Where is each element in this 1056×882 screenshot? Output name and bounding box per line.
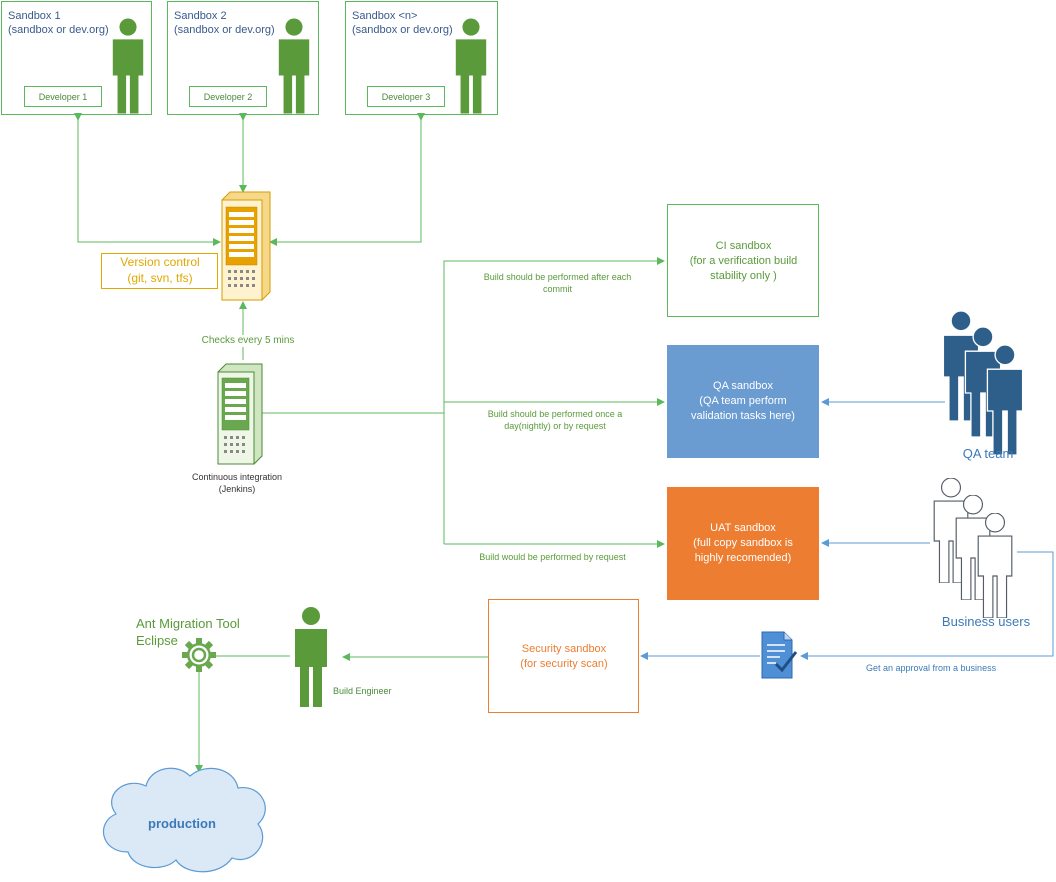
production-label: production	[148, 816, 216, 831]
ci-sandbox-box	[667, 204, 819, 317]
version-control-label: Version control (git, svn, tfs)	[102, 254, 218, 286]
version-control-label-box	[101, 253, 218, 289]
qa-build-label: Build should be performed once a day(nig…	[470, 408, 640, 432]
qa-build-label-line1: Build should be performed once a	[487, 409, 623, 419]
uat-sandbox-box	[667, 487, 819, 600]
security-sandbox-box	[488, 599, 639, 713]
ci-sandbox-line2: (for a verification build	[689, 254, 798, 267]
uat-sandbox-text: UAT sandbox (full copy sandbox is highly…	[667, 487, 819, 600]
ci-server-title: Continuous integration	[191, 472, 283, 482]
tool-label-line1: Ant Migration Tool	[136, 616, 240, 631]
uat-sandbox-line3: highly recomended)	[694, 552, 792, 564]
sandbox-n-subtitle: (sandbox or dev.org)	[352, 24, 453, 36]
ci-build-label-line2: commit	[543, 284, 572, 294]
qa-sandbox-line3: validation tasks here)	[691, 410, 795, 422]
build-engineer-label: Build Engineer	[333, 686, 392, 696]
version-control-subtitle: (git, svn, tfs)	[127, 271, 193, 285]
developer-3-person-icon	[455, 18, 487, 114]
dev3-vcs-connector	[269, 113, 425, 246]
sandbox-2-title-block: Sandbox 2 (sandbox or dev.org)	[174, 9, 275, 37]
ci-build-label-line1: Build should be performed after each	[483, 272, 632, 282]
ci-server-icon	[217, 363, 263, 465]
ci-server-label: Continuous integration (Jenkins)	[177, 471, 297, 495]
developer-1-label: Developer 1	[24, 86, 102, 107]
production-cloud	[102, 767, 266, 873]
ci-sandbox-text: CI sandbox (for a verification build sta…	[668, 205, 819, 317]
qa-sandbox-title: QA sandbox	[713, 380, 773, 392]
uat-sandbox-title: UAT sandbox	[710, 522, 776, 534]
ci-sandbox-title: CI sandbox	[715, 239, 772, 252]
tool-label-line2: Eclipse	[136, 633, 178, 648]
security-sandbox-text: Security sandbox (for security scan)	[489, 600, 639, 713]
sandbox-1-subtitle: (sandbox or dev.org)	[8, 24, 109, 36]
sandbox-n-title-block: Sandbox <n> (sandbox or dev.org)	[352, 9, 453, 37]
build-engineer-person-icon	[295, 607, 327, 707]
qa-team-people-icon	[942, 311, 1024, 455]
ci-sandbox-line3: stability only )	[710, 269, 777, 282]
sandbox-1-title-block: Sandbox 1 (sandbox or dev.org)	[8, 9, 109, 37]
sandbox-2-title: Sandbox 2	[174, 10, 227, 22]
dev1-vcs-connector	[74, 113, 221, 246]
qa-sandbox-box	[667, 345, 819, 458]
developer-2-person-icon	[278, 18, 310, 114]
approval-connector	[800, 551, 1054, 660]
uat-sandbox-line2: (full copy sandbox is	[693, 537, 793, 549]
developer-1-person-icon	[112, 18, 144, 114]
developer-3-label: Developer 3	[367, 86, 445, 107]
tool-label: Ant Migration Tool Eclipse	[136, 615, 240, 649]
business-users-people-icon	[933, 478, 1013, 618]
developer-2-label: Developer 2	[189, 86, 267, 107]
ci-server-subtitle: (Jenkins)	[218, 484, 256, 494]
ci-build-label: Build should be performed after each com…	[465, 271, 650, 295]
qa-sandbox-line2: (QA team perform	[699, 395, 787, 407]
sandbox-2-subtitle: (sandbox or dev.org)	[174, 24, 275, 36]
qa-team-label: QA team	[962, 446, 1014, 461]
approval-label: Get an approval from a business	[866, 663, 997, 673]
version-control-server-icon	[221, 191, 271, 301]
sandbox-n-title: Sandbox <n>	[352, 10, 418, 22]
security-sandbox-title: Security sandbox	[521, 642, 607, 655]
approval-document-icon	[761, 631, 798, 679]
ci-sandbox-arrow	[443, 257, 665, 544]
uat-build-label: Build would be performed by request	[479, 552, 626, 562]
business-users-label: Business users	[941, 614, 1031, 629]
version-control-title: Version control	[120, 255, 200, 269]
checks-interval-label: Checks every 5 mins	[178, 335, 318, 347]
security-sandbox-line2: (for security scan)	[520, 657, 608, 670]
sandbox-1-title: Sandbox 1	[8, 10, 61, 22]
qa-sandbox-text: QA sandbox (QA team perform validation t…	[667, 345, 819, 458]
gear-icon	[182, 638, 216, 672]
qa-build-label-line2: day(nightly) or by request	[504, 421, 606, 431]
